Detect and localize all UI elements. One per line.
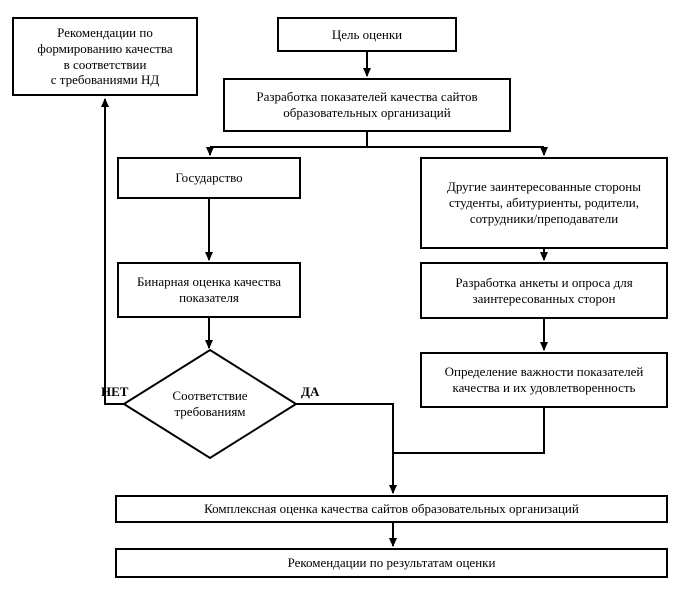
node-develop-indicators-line: Разработка показателей качества сайтов — [256, 89, 478, 105]
branch-label-no: НЕТ — [101, 384, 129, 399]
branch-label-yes: ДА — [301, 384, 320, 399]
node-questionnaire-line: Разработка анкеты и опроса для — [455, 274, 633, 290]
node-goal: Цель оценки — [277, 17, 457, 52]
node-other-stakeholders: Другие заинтересованные стороны студенты… — [420, 157, 668, 249]
node-questionnaire: Разработка анкеты и опроса для заинтерес… — [420, 262, 668, 319]
node-recommendations-nd-line: с требованиями НД — [50, 72, 160, 88]
node-binary-assessment: Бинарная оценка качества показателя — [117, 262, 301, 318]
node-recommendations-nd-line: формированию качества — [37, 40, 173, 56]
node-develop-indicators-line: образовательных организаций — [283, 105, 451, 120]
node-importance: Определение важности показателей качеств… — [420, 352, 668, 408]
node-final-recommendations-label: Рекомендации по результатам оценки — [287, 555, 496, 571]
decision-diamond-shape — [122, 348, 298, 460]
node-binary-assessment-line: Бинарная оценка качества — [136, 274, 282, 290]
node-state: Государство — [117, 157, 301, 199]
node-other-stakeholders-line: сотрудники/преподаватели — [469, 210, 619, 226]
node-state-label: Государство — [175, 170, 243, 186]
node-recommendations-nd-line: Рекомендации по — [57, 24, 153, 40]
decision-compliance-line: требованиям — [174, 404, 246, 419]
node-final-recommendations: Рекомендации по результатам оценки — [115, 548, 668, 578]
connector-no-feedback-loop — [101, 98, 124, 405]
node-complex-assessment: Комплексная оценка качества сайтов образ… — [115, 495, 668, 523]
decision-compliance: Соответствие требованиям — [144, 378, 276, 430]
decision-compliance-line: Соответствие — [172, 387, 248, 403]
node-recommendations-nd: Рекомендации по формированию качества в … — [12, 17, 198, 96]
node-other-stakeholders-line: Другие заинтересованные стороны — [446, 179, 642, 195]
node-develop-indicators: Разработка показателей качества сайтов о… — [223, 78, 511, 132]
connector-yes-branch-to-complex — [296, 403, 397, 494]
node-goal-label: Цель оценки — [331, 26, 403, 42]
node-importance-line: качества и их удовлетворенность — [452, 380, 636, 395]
node-other-stakeholders-line: студенты, абитуриенты, родители, — [448, 195, 639, 211]
node-questionnaire-line: заинтересованных сторон — [472, 290, 616, 306]
node-recommendations-nd-line: в соответствии — [63, 56, 147, 72]
connector-importance-to-junction — [393, 408, 545, 454]
node-importance-line: Определение важности показателей — [444, 364, 644, 380]
node-complex-assessment-label: Комплексная оценка качества сайтов образ… — [204, 501, 579, 517]
node-binary-assessment-line: показателя — [179, 290, 239, 305]
